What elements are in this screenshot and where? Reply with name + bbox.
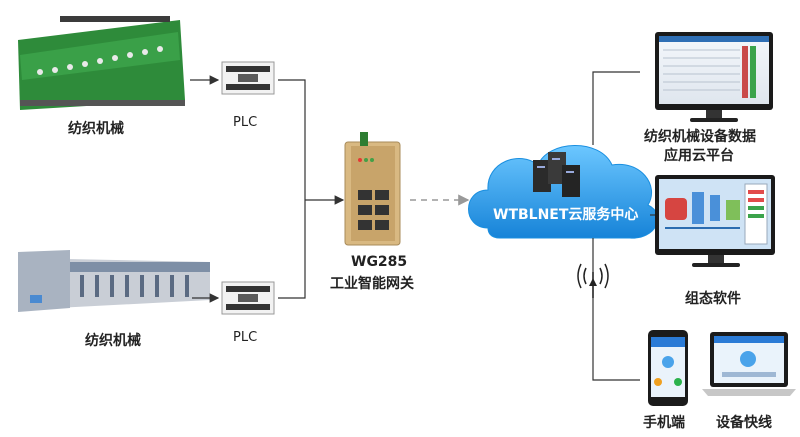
plc-bracket-line (278, 79, 306, 299)
laptop-image (702, 332, 796, 396)
gateway-model-label: WG285 (351, 254, 408, 270)
plc-1-image (221, 61, 275, 95)
textile-machine-1-image (18, 16, 185, 110)
cloud-platform-label-line1: 纺织机械设备数据 (644, 129, 756, 145)
gateway-name-label: 工业智能网关 (330, 276, 414, 292)
scada-monitor-image (655, 175, 775, 267)
cloud-to-mobile-line (592, 238, 640, 381)
machine-2-label: 纺织机械 (85, 333, 141, 349)
device-quicklink-label: 设备快线 (716, 415, 772, 431)
plc-2-label: PLC (233, 330, 258, 345)
cloud-platform-label-line2: 应用云平台 (664, 148, 734, 164)
gateway-device-image (344, 132, 401, 246)
mobile-phone-image (648, 330, 688, 406)
platform-monitor-image (655, 32, 773, 122)
plc-1-label: PLC (233, 115, 258, 130)
mobile-label: 手机端 (643, 415, 685, 431)
textile-machine-2-image (18, 250, 210, 312)
machine-1-label: 纺织机械 (68, 121, 124, 137)
scada-label: 组态软件 (685, 291, 741, 307)
cloud-shape (468, 145, 659, 239)
plc-2-image (221, 281, 275, 315)
cloud-label: WTBLNET云服务中心 (493, 207, 639, 223)
cloud-to-platform-line (592, 71, 640, 145)
wireless-antenna-icon (577, 263, 609, 298)
